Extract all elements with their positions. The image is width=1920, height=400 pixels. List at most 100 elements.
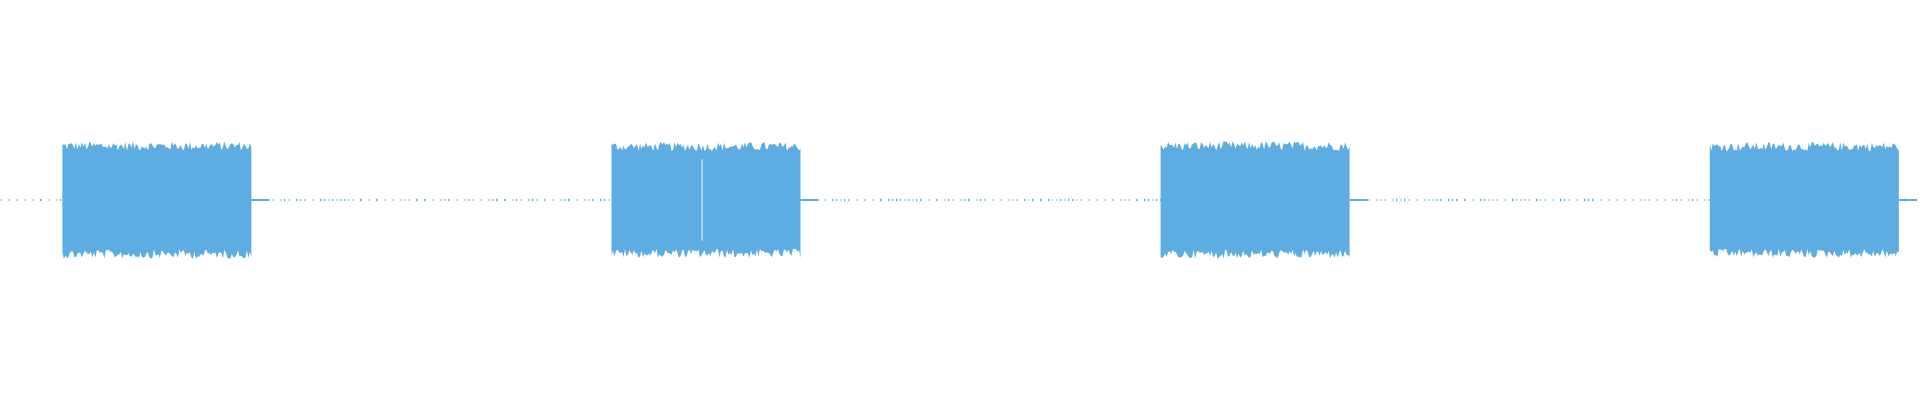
waveform-noise-speck <box>1380 199 1382 201</box>
waveform-noise-speck <box>1052 199 1054 201</box>
waveform-noise-speck <box>564 199 566 201</box>
waveform-noise-speck <box>492 199 494 201</box>
waveform-noise-speck <box>1012 199 1014 201</box>
waveform-noise-speck <box>1904 198 1906 202</box>
waveform-noise-speck <box>1916 198 1918 202</box>
waveform-noise-speck <box>1692 198 1694 202</box>
waveform-noise-speck <box>1592 198 1594 202</box>
waveform-noise-speck <box>980 198 982 202</box>
waveform-noise-speck <box>920 198 922 202</box>
waveform-noise-speck <box>568 198 570 202</box>
waveform-noise-speck <box>1040 198 1042 202</box>
waveform-noise-speck <box>332 198 334 202</box>
waveform-noise-speck <box>424 199 426 202</box>
waveform-noise-speck <box>416 198 418 202</box>
waveform-noise-speck <box>1396 198 1398 202</box>
waveform-noise-speck <box>1464 198 1466 201</box>
waveform-noise-speck <box>1076 199 1078 201</box>
waveform-noise-speck <box>496 198 498 202</box>
waveform-noise-speck <box>1404 198 1406 202</box>
waveform-noise-speck <box>1144 198 1146 202</box>
waveform-noise-speck <box>536 199 538 201</box>
waveform-bursts <box>62 141 1917 259</box>
waveform-noise-speck <box>1492 199 1494 201</box>
waveform-noise-speck <box>848 199 850 201</box>
waveform-noise-speck <box>544 199 546 201</box>
waveform-noise-speck <box>984 199 986 201</box>
waveform-noise-speck <box>448 199 450 201</box>
waveform-burst <box>1709 141 1899 258</box>
waveform-noise-speck <box>880 198 882 202</box>
waveform-noise-speck <box>1452 198 1454 202</box>
waveform-noise-speck <box>1428 199 1430 201</box>
waveform-noise-speck <box>1024 199 1026 201</box>
waveform-noise-speck <box>588 199 590 201</box>
waveform-noise-speck <box>936 199 938 201</box>
waveform-noise-speck <box>1536 198 1538 202</box>
waveform-noise-speck <box>40 199 42 201</box>
waveform-noise-speck <box>1456 199 1458 202</box>
waveform-noise-speck <box>1136 199 1138 201</box>
waveform-noise-speck <box>1148 198 1150 202</box>
waveform-noise-speck <box>264 199 266 201</box>
waveform-noise-speck <box>900 198 902 201</box>
waveform-noise-speck <box>836 199 838 201</box>
waveform-noise-speck <box>532 198 534 202</box>
waveform-noise-speck <box>584 199 586 201</box>
waveform-noise-speck <box>296 199 298 201</box>
waveform-noise-speck <box>1016 199 1018 201</box>
waveform-noise-speck <box>60 198 62 202</box>
waveform-noise-speck <box>340 199 342 201</box>
waveform-noise-speck <box>864 199 866 201</box>
waveform-noise-speck <box>1156 198 1158 202</box>
waveform-noise-speck <box>1068 198 1070 202</box>
waveform-noise-speck <box>948 198 950 202</box>
waveform-noise-speck <box>360 198 362 202</box>
waveform-noise-speck <box>320 198 322 202</box>
waveform-noise-speck <box>592 199 594 201</box>
waveform-noise-speck <box>284 198 286 202</box>
waveform-noise-speck <box>1584 198 1586 202</box>
waveform-noise-speck <box>16 199 18 201</box>
waveform-noise-speck <box>1588 198 1590 202</box>
waveform-noise-speck <box>964 199 966 201</box>
waveform-noise-speck <box>908 199 910 201</box>
waveform-noise-speck <box>504 199 506 201</box>
waveform-noise-speck <box>832 199 834 201</box>
waveform-noise-speck <box>1540 199 1542 201</box>
waveform-noise-speck <box>1560 198 1562 202</box>
waveform-noise-speck <box>404 199 406 201</box>
waveform-noise-speck <box>1448 198 1450 202</box>
waveform-burst <box>1160 141 1350 259</box>
waveform-noise-speck <box>344 199 346 201</box>
waveform-noise-speck <box>1708 199 1710 201</box>
waveform-noise-speck <box>1436 199 1438 201</box>
waveform-noise-speck <box>916 198 918 202</box>
waveform-noise-speck <box>604 198 606 201</box>
waveform-noise-speck <box>468 199 470 201</box>
waveform-noise-speck <box>1676 198 1678 202</box>
waveform-noise <box>8 198 1918 202</box>
waveform-noise-speck <box>516 198 518 202</box>
waveform-burst <box>62 141 252 259</box>
waveform-noise-speck <box>1524 199 1526 201</box>
waveform-noise-speck <box>1480 199 1482 201</box>
waveform-noise-speck <box>528 199 530 201</box>
waveform-noise-speck <box>888 198 890 201</box>
waveform-noise-speck <box>844 198 846 202</box>
waveform-noise-speck <box>812 199 814 201</box>
waveform-noise-speck <box>1644 199 1646 201</box>
waveform-noise-speck <box>444 199 446 201</box>
waveform-noise-speck <box>1112 199 1114 201</box>
waveform-noise-speck <box>1060 198 1062 202</box>
waveform-noise-speck <box>1352 199 1354 201</box>
waveform-noise-speck <box>1032 198 1034 202</box>
waveform-noise-speck <box>1048 198 1050 202</box>
waveform-noise-speck <box>1516 199 1518 201</box>
waveform-noise-speck <box>1072 199 1074 201</box>
waveform-noise-speck <box>348 199 350 201</box>
waveform-noise-speck <box>1484 198 1486 201</box>
waveform-noise-speck <box>1124 199 1126 201</box>
